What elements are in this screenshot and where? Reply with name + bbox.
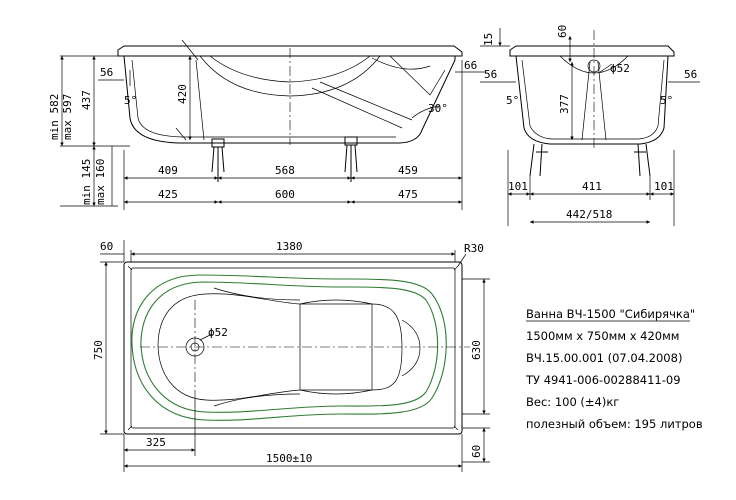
spec-weight: Вес: 100 (±4)кг xyxy=(526,395,619,409)
dim-101-right: 101 xyxy=(654,180,674,193)
dim-630: 630 xyxy=(470,340,483,360)
dim-437: 437 xyxy=(80,90,93,110)
spec-code: ВЧ.15.00.001 (07.04.2008) xyxy=(526,351,682,365)
dim-56-side-right: 56 xyxy=(684,68,697,81)
dim-min-582: min 582 xyxy=(48,94,61,140)
dim-420: 420 xyxy=(176,84,189,104)
spec-volume: полезный объем: 195 литров xyxy=(526,417,703,431)
dim-66-front: 66 xyxy=(464,59,477,72)
dim-60-right: 60 xyxy=(470,445,483,458)
dim-600: 600 xyxy=(275,188,295,201)
spec-tu: ТУ 4941-006-00288411-09 xyxy=(525,373,681,387)
dim-425: 425 xyxy=(158,188,178,201)
side-rim xyxy=(509,45,675,57)
dim-15-side: 15 xyxy=(482,33,495,46)
dim-r30: R30 xyxy=(464,242,484,255)
side-view: 15 60 ϕ52 56 56 5° 5° 377 101 411 101 44… xyxy=(480,25,700,226)
spec-title: Ванна ВЧ-1500 "Сибирячка" xyxy=(526,307,695,321)
angle-5-front: 5° xyxy=(124,94,137,107)
angle-5-side-left: 5° xyxy=(506,94,519,107)
spec-block: Ванна ВЧ-1500 "Сибирячка" 1500мм x 750мм… xyxy=(525,307,703,431)
dim-459: 459 xyxy=(398,164,418,177)
dim-60-side: 60 xyxy=(556,25,569,38)
dim-max-597: max 597 xyxy=(61,94,74,140)
dim-56-front: 56 xyxy=(100,66,113,79)
dim-377: 377 xyxy=(558,94,571,114)
angle-30-front: 30° xyxy=(428,102,448,115)
dim-411: 411 xyxy=(582,180,602,193)
dim-568: 568 xyxy=(275,164,295,177)
side-legs xyxy=(529,143,651,177)
dim-phi52-side: ϕ52 xyxy=(610,62,630,75)
dim-750: 750 xyxy=(92,340,105,360)
angle-5-side-right: 5° xyxy=(660,94,673,107)
top-view: ϕ52 60 1380 R30 750 630 60 325 1500±10 xyxy=(92,240,490,472)
dim-60-top: 60 xyxy=(100,240,113,253)
dim-min-145: min 145 xyxy=(80,159,93,205)
dim-442-518: 442/518 xyxy=(566,208,612,221)
dim-325: 325 xyxy=(146,436,166,449)
dim-max-160: max 160 xyxy=(94,159,107,205)
dim-409: 409 xyxy=(158,164,178,177)
dim-475: 475 xyxy=(398,188,418,201)
dim-1500: 1500±10 xyxy=(266,452,312,465)
dim-56-side-left: 56 xyxy=(484,68,497,81)
dim-1380: 1380 xyxy=(276,240,303,253)
dim-phi52-top: ϕ52 xyxy=(208,326,228,339)
top-outer-rim xyxy=(123,261,463,435)
front-legs xyxy=(211,136,358,182)
front-view: min 582 max 597 437 420 min 145 max 160 … xyxy=(48,39,485,210)
spec-size: 1500мм x 750мм x 420мм xyxy=(526,329,679,343)
bowl-outer-contour xyxy=(131,274,447,421)
side-body xyxy=(515,55,669,145)
dim-101-left: 101 xyxy=(508,180,528,193)
